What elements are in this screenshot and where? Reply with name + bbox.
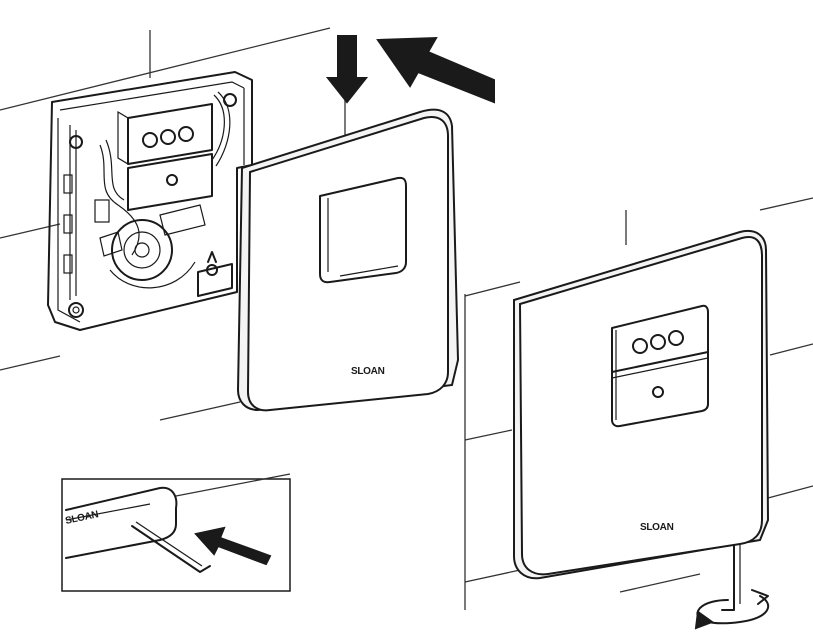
rotate-arrow-icon [694, 589, 770, 630]
panel-button-2-icon [650, 334, 666, 350]
module-sensor-icon [166, 174, 178, 186]
hex-key-vertical [721, 544, 741, 611]
inset-detail: SLOAN [61, 473, 291, 592]
down-arrow-icon [325, 35, 369, 104]
hex-key-arrow-icon [194, 526, 272, 566]
module-button-3-icon [178, 126, 194, 142]
module-button-2-icon [160, 129, 176, 145]
front-cover-logo: SLOAN [351, 366, 385, 377]
diagonal-arrow-icon [376, 36, 495, 104]
front-cover: SLOAN [236, 108, 460, 412]
panel-button-3-icon [668, 330, 684, 346]
module-button-1-icon [142, 132, 158, 148]
wall-tiles-right [464, 197, 813, 610]
installed-cover: SLOAN [513, 230, 770, 580]
installed-cover-logo: SLOAN [640, 522, 674, 533]
panel-button-1-icon [632, 338, 648, 354]
rough-in-box [47, 71, 253, 331]
sensor-window-icon [652, 386, 664, 398]
hex-key-icon [131, 521, 211, 573]
